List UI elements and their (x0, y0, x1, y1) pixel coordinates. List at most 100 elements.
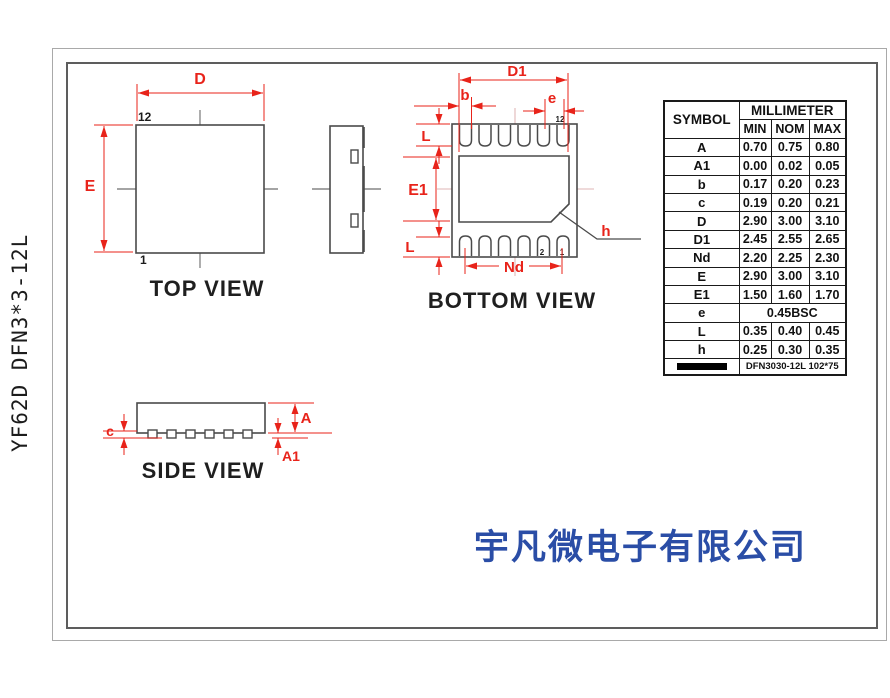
dim-label-L-bottom: L (405, 239, 414, 256)
dim-label-D1: D1 (507, 63, 526, 80)
table-header-unit: MILLIMETER (738, 100, 847, 121)
dim-label-h: h (601, 223, 610, 240)
row-min: 0.00 (738, 156, 772, 176)
dim-label-b: b (460, 87, 469, 104)
sheet-inner-frame (66, 62, 878, 629)
company-name: 宇凡微电子有限公司 (474, 528, 808, 568)
row-max: 1.70 (808, 284, 847, 305)
bottom-view-bottom-pins (458, 235, 570, 256)
sheet-outer-frame (52, 48, 887, 641)
row-nom: 0.75 (770, 137, 810, 158)
dim-label-E: E (85, 178, 96, 195)
row-symbol: h (663, 340, 740, 360)
row-symbol: E1 (663, 284, 740, 305)
row-symbol: D (663, 211, 740, 231)
side-view: c A A1 SIDE VIEW (103, 402, 332, 483)
row-nom: 3.00 (770, 266, 810, 286)
bottom-pin2-label: 2 (540, 248, 545, 257)
row-max: 3.10 (808, 266, 847, 286)
row-min: 1.50 (738, 284, 772, 305)
footer-note: DFN3030-12L 102*75 (738, 358, 847, 376)
row-max: 0.35 (808, 340, 847, 360)
row-min: 2.20 (738, 248, 772, 268)
row-min: 0.25 (738, 340, 772, 360)
side-view-body (136, 402, 266, 434)
row-symbol: e (663, 303, 740, 323)
table-header-nom: NOM (770, 119, 810, 139)
row-nom: 0.30 (770, 340, 810, 360)
top-view-pin12-label: 12 (138, 110, 152, 124)
side-profile-pad-upper (350, 149, 359, 164)
row-span-value: 0.45BSC (738, 303, 847, 323)
top-view-body (135, 124, 265, 254)
row-symbol: A1 (663, 156, 740, 176)
row-nom: 1.60 (770, 284, 810, 305)
row-min: 0.35 (738, 321, 772, 342)
row-max: 3.10 (808, 211, 847, 231)
dim-label-c: c (106, 423, 114, 439)
row-max: 0.80 (808, 137, 847, 158)
row-min: 2.45 (738, 229, 772, 250)
row-symbol: c (663, 192, 740, 213)
row-symbol: L (663, 321, 740, 342)
top-view-title: TOP VIEW (150, 276, 265, 301)
table-header-max: MAX (808, 119, 847, 139)
top-view-pin1-label: 1 (140, 253, 147, 267)
side-view-title: SIDE VIEW (142, 458, 265, 483)
row-max: 2.30 (808, 248, 847, 268)
dim-label-D: D (194, 71, 206, 88)
row-max: 0.23 (808, 174, 847, 194)
row-nom: 0.20 (770, 192, 810, 213)
bottom-view: 12 2 1 D1 b e (403, 63, 641, 313)
row-max: 0.05 (808, 156, 847, 176)
bottom-view-title: BOTTOM VIEW (428, 288, 596, 313)
row-nom: 0.20 (770, 174, 810, 194)
dim-label-E1: E1 (408, 182, 428, 199)
row-symbol: b (663, 174, 740, 194)
footer-black-bar-cell (663, 358, 740, 376)
row-symbol: A (663, 137, 740, 158)
row-nom: 0.02 (770, 156, 810, 176)
row-min: 0.17 (738, 174, 772, 194)
table-footer-row: DFN3030-12L 102*75 (663, 358, 847, 376)
dim-label-Nd: Nd (504, 259, 524, 276)
row-nom: 2.25 (770, 248, 810, 268)
table-header-symbol: SYMBOL (663, 100, 740, 139)
row-min: 2.90 (738, 211, 772, 231)
row-max: 0.21 (808, 192, 847, 213)
footer-black-bar (676, 363, 727, 371)
h-leader-line (558, 211, 641, 240)
row-symbol: Nd (663, 248, 740, 268)
row-max: 2.65 (808, 229, 847, 250)
row-nom: 0.40 (770, 321, 810, 342)
bottom-view-thermal-pad (458, 155, 570, 223)
bottom-view-top-pins (458, 125, 570, 147)
row-nom: 3.00 (770, 211, 810, 231)
row-nom: 2.55 (770, 229, 810, 250)
dim-label-A1: A1 (282, 448, 300, 464)
row-min: 0.70 (738, 137, 772, 158)
row-max: 0.45 (808, 321, 847, 342)
row-symbol: D1 (663, 229, 740, 250)
side-profile-view (312, 125, 381, 254)
side-profile-pad-lower (350, 213, 359, 228)
dim-label-e: e (548, 90, 556, 107)
dim-label-A: A (301, 410, 312, 427)
table-header-min: MIN (738, 119, 772, 139)
bottom-pin12-label: 12 (556, 115, 565, 124)
row-symbol: E (663, 266, 740, 286)
top-view: 12 1 D E TOP VIEW (85, 71, 278, 301)
